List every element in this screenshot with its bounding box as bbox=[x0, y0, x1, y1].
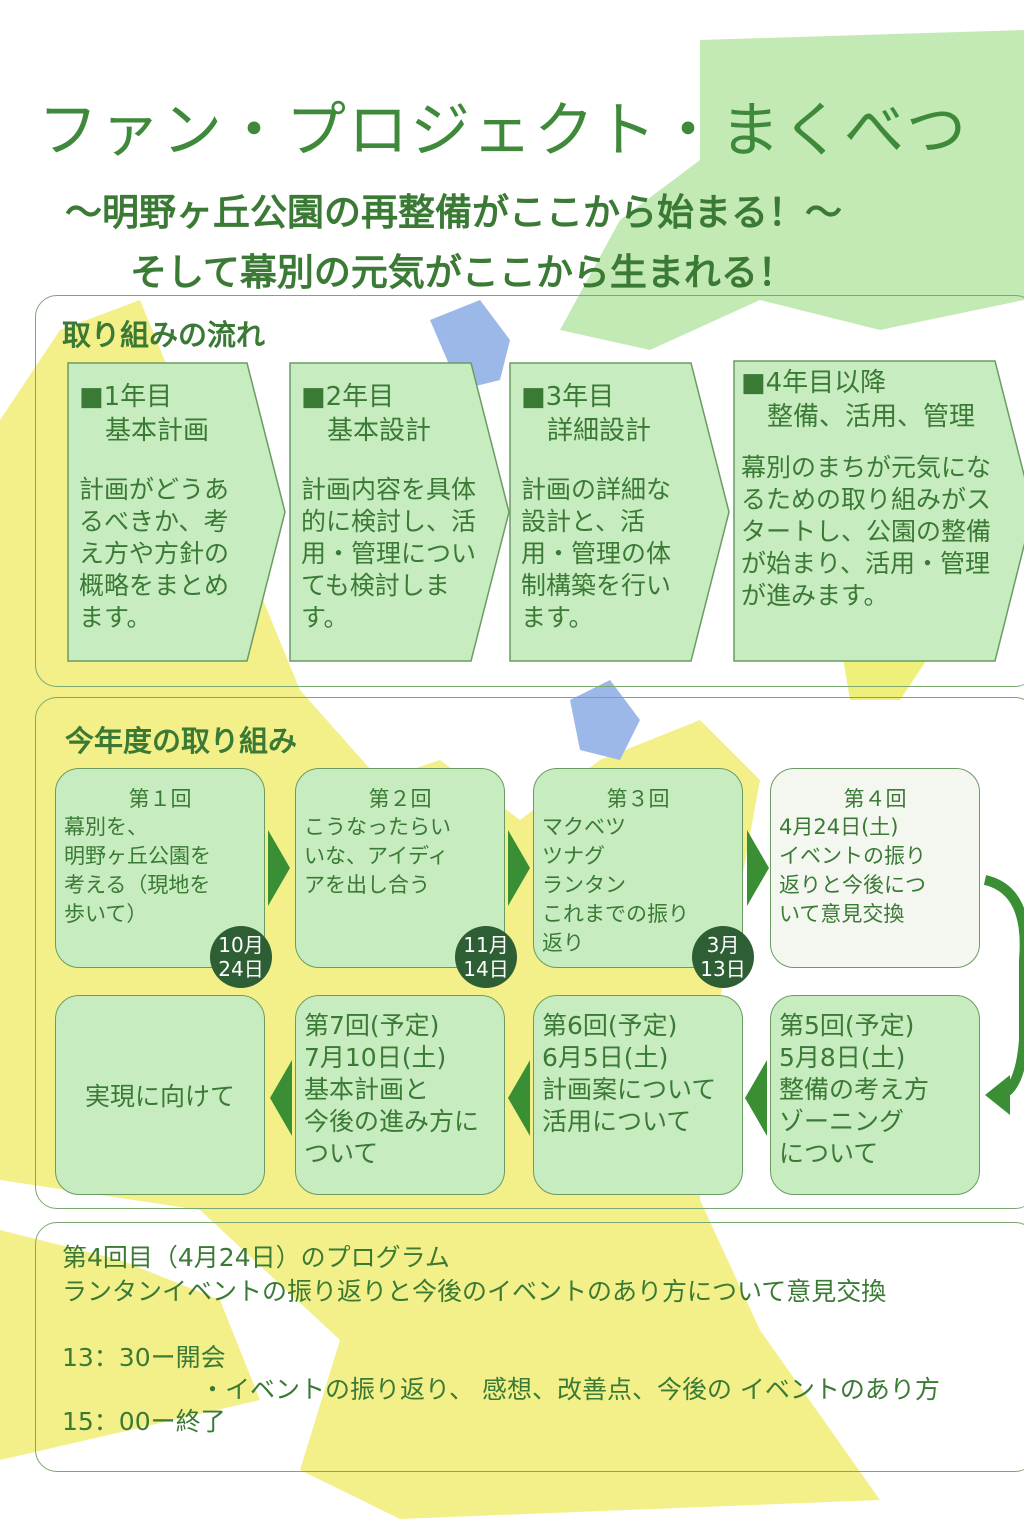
step-body: 幕別のまちが元気になるための取り組みがスタートし、公園の整備が始まり、活用・管理… bbox=[741, 453, 992, 610]
program-close: 15：00ー終了 bbox=[62, 1407, 226, 1436]
arrow-left-icon bbox=[745, 1060, 767, 1136]
session-number: 第３回 bbox=[606, 787, 670, 811]
badge-day: 13日 bbox=[700, 957, 746, 981]
program-open: 13：30ー開会 bbox=[62, 1343, 226, 1372]
flow-step-3: ■3年目 詳細設計計画の詳細な設計と、活用・管理の体制構築を行います。 bbox=[509, 362, 731, 662]
session-body: こうなったらい いな、アイディ アを出し合う bbox=[304, 815, 451, 897]
this-year-section bbox=[35, 697, 1024, 1209]
badge-day: 24日 bbox=[218, 957, 264, 981]
step-heading: ■4年目以降 整備、活用、管理 bbox=[741, 368, 976, 432]
arrow-left-icon bbox=[508, 1060, 530, 1136]
badge-day: 14日 bbox=[463, 957, 509, 981]
program-section bbox=[35, 1222, 1024, 1472]
session-card-6: 第6回(予定) 6月5日(土) 計画案について 活用について bbox=[533, 995, 743, 1195]
session-body: 第7回(予定) 7月10日(土) 基本計画と 今後の進み方に ついて bbox=[304, 1011, 480, 1168]
session-body: 実現に向けて bbox=[84, 1082, 235, 1111]
arrow-right-icon bbox=[747, 830, 769, 906]
step-body: 計画の詳細な設計と、活用・管理の体制構築を行います。 bbox=[521, 475, 672, 632]
session-card-4: 第４回 4月24日(土) イベントの振り 返りと今後につ いて意見交換 bbox=[770, 768, 980, 968]
arrow-right-icon bbox=[268, 830, 290, 906]
flow-section bbox=[35, 295, 1024, 687]
badge-month: 10月 bbox=[218, 933, 264, 957]
step-heading: ■1年目 基本計画 bbox=[79, 382, 210, 446]
step-heading: ■2年目 基本設計 bbox=[301, 382, 432, 446]
program-agenda: ・イベントの振り返り、 感想、改善点、今後の イベントのあり方 bbox=[200, 1375, 940, 1404]
page-title: ファン・プロジェクト・まくべつ bbox=[38, 96, 968, 166]
session-card-1: 第１回 幕別を、 明野ヶ丘公園を 考える（現地を 歩いて） bbox=[55, 768, 265, 968]
arrow-right-icon bbox=[508, 830, 530, 906]
session-card-5: 第5回(予定) 5月8日(土) 整備の考え方 ゾーニング について bbox=[770, 995, 980, 1195]
session-number: 第１回 bbox=[128, 787, 192, 811]
session-body: 第5回(予定) 5月8日(土) 整備の考え方 ゾーニング について bbox=[779, 1011, 930, 1168]
session-number: 第２回 bbox=[368, 787, 432, 811]
badge-month: 3月 bbox=[706, 933, 740, 957]
subtitle-2: そして幕別の元気がここから生まれる！ bbox=[130, 251, 795, 294]
session-card-7: 第7回(予定) 7月10日(土) 基本計画と 今後の進み方に ついて bbox=[295, 995, 505, 1195]
program-description: ランタンイベントの振り返りと今後のイベントのあり方について意見交換 bbox=[62, 1277, 887, 1306]
u-turn-arrow-icon bbox=[983, 875, 1024, 1100]
program-heading: 第4回目（4月24日）のプログラム bbox=[62, 1243, 450, 1272]
step-heading: ■3年目 詳細設計 bbox=[521, 382, 652, 446]
step-body: 計画がどうあるべきか、考え方や方針の概略をまとめます。 bbox=[79, 475, 230, 632]
this-year-heading: 今年度の取り組み bbox=[65, 724, 298, 758]
session-body: マクベツ ツナグ ランタン これまでの振り 返り bbox=[542, 815, 689, 955]
flow-step-1: ■1年目 基本計画計画がどうあるべきか、考え方や方針の概略をまとめます。 bbox=[67, 362, 287, 662]
session-card-realization: 実現に向けて bbox=[55, 995, 265, 1195]
subtitle-1: ～明野ヶ丘公園の再整備がここから始まる！～ bbox=[65, 191, 842, 234]
arrow-left-icon bbox=[270, 1060, 292, 1136]
flow-step-2: ■2年目 基本設計計画内容を具体的に検討し、活用・管理についても検討します。 bbox=[289, 362, 511, 662]
session-body: 第6回(予定) 6月5日(土) 計画案について 活用について bbox=[542, 1011, 717, 1136]
flow-step-4: ■4年目以降 整備、活用、管理幕別のまちが元気になるための取り組みがスタートし、… bbox=[733, 360, 1024, 662]
session-body: 4月24日(土) イベントの振り 返りと今後につ いて意見交換 bbox=[779, 815, 926, 926]
session-card-2: 第２回 こうなったらい いな、アイディ アを出し合う bbox=[295, 768, 505, 968]
badge-month: 11月 bbox=[463, 933, 509, 957]
step-body: 計画内容を具体的に検討し、活用・管理についても検討します。 bbox=[301, 475, 477, 632]
session-number: 第４回 bbox=[843, 787, 907, 811]
session-body: 幕別を、 明野ヶ丘公園を 考える（現地を 歩いて） bbox=[64, 815, 211, 926]
flow-heading: 取り組みの流れ bbox=[62, 318, 266, 352]
